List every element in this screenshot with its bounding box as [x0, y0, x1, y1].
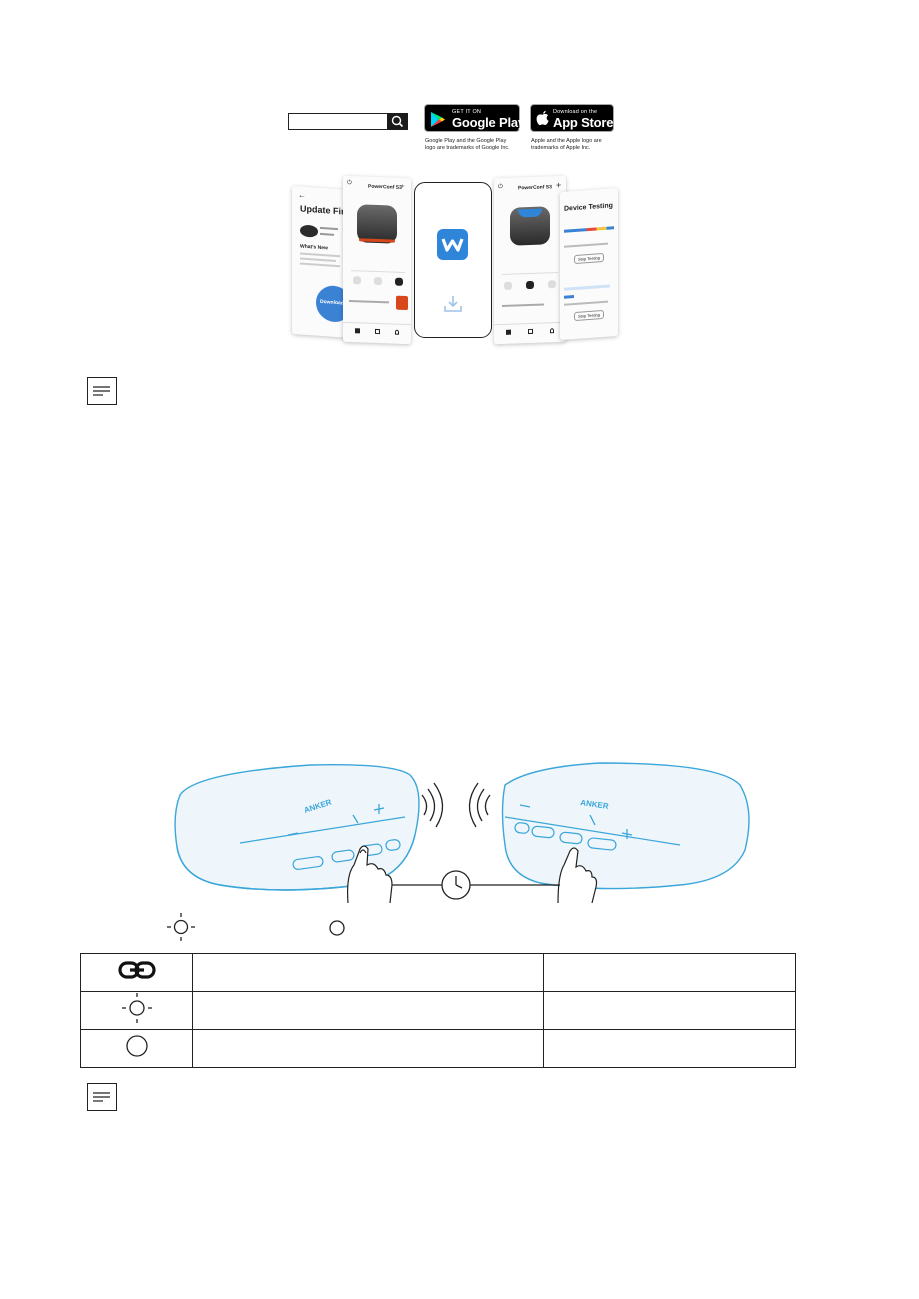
app-store-badge[interactable]: Download on the App Store [530, 104, 614, 132]
google-badge-small-text: GET IT ON [452, 109, 482, 115]
stop-testing-button-bottom[interactable]: Stop Testing [574, 309, 604, 322]
stop-testing-button-top[interactable]: Stop Testing [574, 252, 604, 265]
device-brand-right: ANKER [580, 798, 610, 811]
app-logo-icon [437, 229, 468, 260]
device-pairing-illustration: ANKER ANKER [174, 762, 750, 904]
hand-press-icon [347, 845, 393, 904]
play-store-icon [431, 112, 445, 127]
note-icon-2 [87, 1083, 117, 1111]
google-trademark-note: Google Play and the Google Play logo are… [425, 138, 510, 151]
apple-badge-small-text: Download on the [553, 109, 598, 115]
sound-waves-icon [421, 782, 444, 828]
table-cell [192, 991, 544, 1030]
table-cell-icon [80, 1029, 193, 1068]
phone-center [414, 182, 492, 338]
hand-press-icon-right [557, 847, 598, 904]
device-screen-left: ⏻ PowerConf S3 + [343, 175, 411, 345]
device-screen-right: ⏻ PowerConf S3 + [494, 175, 566, 345]
search-box[interactable] [288, 113, 408, 130]
clock-icon [441, 870, 471, 900]
whats-new-label: What's New [300, 243, 328, 252]
sound-waves-icon-right [468, 782, 491, 828]
table-row [80, 953, 796, 992]
device-left-title: PowerConf S3 [368, 183, 402, 191]
device-right-title: PowerConf S3 [518, 184, 552, 192]
google-badge-big-text: Google Play [452, 115, 525, 130]
table-row [80, 1029, 796, 1068]
table-cell [543, 1029, 796, 1068]
led-blinking-icon [121, 993, 152, 1023]
apple-trademark-note: Apple and the Apple logo are trademarks … [531, 138, 602, 151]
led-off-icon-legend [329, 920, 345, 936]
testing-screen: Device Testing Stop Testing Stop Testing [560, 187, 618, 341]
table-cell [543, 991, 796, 1030]
led-off-icon [125, 1035, 148, 1057]
led-blinking-icon-legend [167, 913, 195, 941]
apple-badge-big-text: App Store [553, 115, 614, 130]
table-cell [543, 953, 796, 992]
download-icon [444, 296, 462, 312]
table-row [80, 991, 796, 1030]
table-cell [192, 953, 544, 992]
search-icon[interactable] [387, 113, 408, 130]
speaker-right: ANKER [501, 762, 750, 890]
table-cell-icon [80, 953, 193, 992]
note-icon [87, 377, 117, 405]
led-status-table [80, 953, 796, 1068]
testing-title: Device Testing [564, 202, 613, 213]
apple-icon [536, 110, 549, 126]
link-icon [117, 961, 156, 979]
google-play-badge[interactable]: GET IT ON Google Play [424, 104, 525, 132]
table-cell-icon [80, 991, 193, 1030]
table-cell [192, 1029, 544, 1068]
